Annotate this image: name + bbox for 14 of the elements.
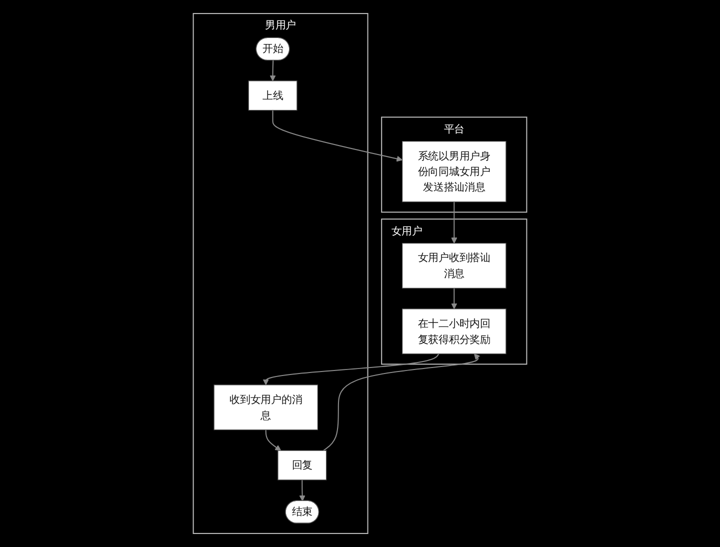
node-box: 收到女用户的消息 bbox=[214, 384, 318, 430]
node-box: 在十二小时内回复获得积分奖励 bbox=[402, 308, 506, 354]
node-box: 女用户收到搭讪消息 bbox=[402, 242, 506, 289]
arrow bbox=[270, 60, 276, 82]
arrow bbox=[451, 288, 458, 310]
arrow bbox=[451, 202, 458, 244]
node-box: 回复 bbox=[278, 450, 327, 480]
arrow bbox=[262, 354, 440, 386]
arrow bbox=[323, 354, 480, 451]
arrow bbox=[265, 430, 282, 451]
node-box: 上线 bbox=[248, 80, 298, 111]
arrow bbox=[299, 480, 306, 502]
node-box: 系统以男用户身份向同城女用户发送搭讪消息 bbox=[402, 141, 506, 202]
arrow bbox=[272, 110, 403, 162]
